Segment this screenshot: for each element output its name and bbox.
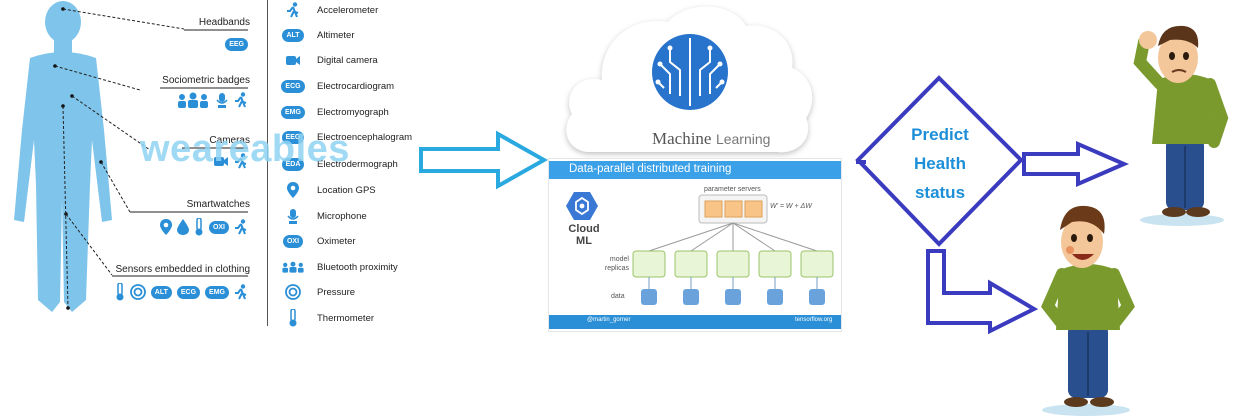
runner-icon (235, 92, 247, 108)
sensor-item-accelerometer: Accelerometer (281, 0, 378, 22)
sensor-label: Electrocardiogram (317, 80, 395, 92)
group-icon (282, 261, 304, 273)
arrow-to-healthy (926, 249, 1039, 335)
sensor-item-emg: EMG Electromyograph (281, 100, 389, 124)
sensor-item-microphone: Microphone (281, 204, 367, 228)
cloud-ml-logo-icon (566, 192, 598, 220)
panel-divider (267, 0, 268, 326)
arrow-ml-to-diamond (856, 160, 866, 164)
thermometer-icon (195, 218, 203, 236)
predict-line-1: Predict (911, 125, 969, 144)
microphone-icon (287, 209, 299, 224)
category-label-cameras: Cameras (209, 135, 250, 146)
runner-icon (235, 153, 247, 169)
eeg-badge: EEG (281, 130, 305, 144)
category-label-smartwatches: Smartwatches (186, 199, 250, 210)
sensor-item-eeg: EEG Electroencephalogram (281, 125, 412, 149)
eeg-badge: EEG (225, 38, 248, 51)
sensor-item-oximeter: OXI Oximeter (281, 229, 356, 253)
group-icon (178, 92, 208, 108)
sensor-label: Location GPS (317, 184, 376, 196)
footer-handle: @martin_gorner (587, 317, 631, 323)
category-label-sensors-in-clothing: Sensors embedded in clothing (115, 264, 250, 275)
update-rule: W' = W + ΔW (770, 203, 812, 210)
drop-icon (176, 219, 189, 235)
human-body-figure (14, 1, 112, 312)
sensor-label: Electromyograph (317, 106, 389, 118)
ml-caption: Machine Learning (652, 129, 770, 149)
runner-icon (235, 219, 247, 235)
predict-diamond (855, 75, 1024, 247)
emg-badge: EMG (281, 105, 305, 119)
sensor-label: Oximeter (317, 235, 356, 247)
ml-cloud (566, 6, 813, 153)
clothing-icons: ALT ECG EMG (115, 283, 248, 301)
oxi-badge: OXI (208, 220, 229, 234)
ml-caption-learning: Learning (715, 131, 771, 147)
sick-person-figure (1133, 25, 1229, 226)
cloud-ml-label: Cloud ML (568, 223, 600, 247)
ml-caption-machine: Machine (652, 129, 712, 148)
camera-icon (214, 157, 228, 166)
healthy-person-figure (1041, 205, 1135, 416)
sensor-item-thermometer: Thermometer (281, 306, 374, 330)
predict-line-2: Health (914, 154, 966, 173)
sensor-label: Thermometer (317, 312, 375, 324)
sensor-item-gps: Location GPS (281, 178, 376, 202)
pressure-icon (129, 284, 146, 300)
alt-badge: ALT (150, 285, 172, 299)
camera-icon (286, 56, 300, 65)
category-label-headbands: Headbands (198, 17, 250, 28)
model-replicas-label: model replicas (604, 256, 629, 272)
data-label: data (611, 293, 625, 300)
wearables-label: weareables (140, 128, 350, 170)
thermometer-icon (289, 309, 297, 327)
sensor-label: Bluetooth proximity (317, 261, 398, 273)
runner-icon (235, 284, 247, 300)
footer-site: tensorflow.org (795, 317, 833, 323)
sensor-label: Altimeter (317, 29, 355, 41)
headbands-icons: EEG (225, 38, 248, 51)
cameras-icons (213, 153, 248, 169)
training-banner (549, 161, 841, 179)
eda-badge: EDA (281, 157, 305, 171)
training-title: Data-parallel distributed training (569, 163, 732, 175)
oxi-badge: OXI (282, 234, 304, 248)
thermometer-icon (116, 283, 124, 301)
predict-label: Predict Health status (900, 120, 980, 207)
sociometric-icons (176, 92, 248, 108)
sensor-label: Digital camera (317, 54, 378, 66)
smartwatch-icons: OXI (159, 218, 248, 236)
training-slide: Data-parallel distributed training Cloud… (548, 158, 842, 332)
sensor-label: Pressure (317, 286, 356, 298)
body-connector-lines (54, 8, 248, 309)
arrow-wearables-to-ml (419, 130, 548, 190)
category-label-sociometric-badges: Sociometric badges (162, 75, 250, 86)
sensor-item-digital-camera: Digital camera (281, 48, 378, 72)
sensor-item-electrodermograph: EDA Electrodermograph (281, 152, 398, 176)
sensor-item-ecg: ECG Electrocardiogram (281, 74, 394, 98)
category-panel: Headbands Sociometric badges Cameras Sma… (110, 0, 250, 322)
runner-icon (287, 2, 299, 18)
sensor-label: Electroencephalogram (317, 131, 413, 143)
pressure-icon (285, 284, 301, 300)
predict-line-3: status (914, 183, 966, 202)
sensor-label: Electrodermograph (317, 158, 398, 170)
sensor-label: Accelerometer (317, 4, 379, 16)
location-icon (287, 182, 299, 198)
ecg-badge: ECG (176, 285, 201, 299)
ecg-badge: ECG (281, 79, 305, 93)
location-icon (159, 219, 172, 235)
emg-badge: EMG (205, 285, 229, 299)
sensor-label: Microphone (317, 210, 367, 222)
sensor-item-altimeter: ALT Altimeter (281, 23, 354, 47)
sensor-item-pressure: Pressure (281, 280, 355, 304)
training-diagram (549, 194, 841, 329)
parameter-servers-label: parameter servers (704, 186, 761, 193)
arrow-to-sick (1022, 140, 1130, 188)
alt-badge: ALT (282, 28, 304, 42)
microphone-icon (216, 93, 228, 108)
sensor-item-bluetooth: Bluetooth proximity (281, 255, 398, 279)
